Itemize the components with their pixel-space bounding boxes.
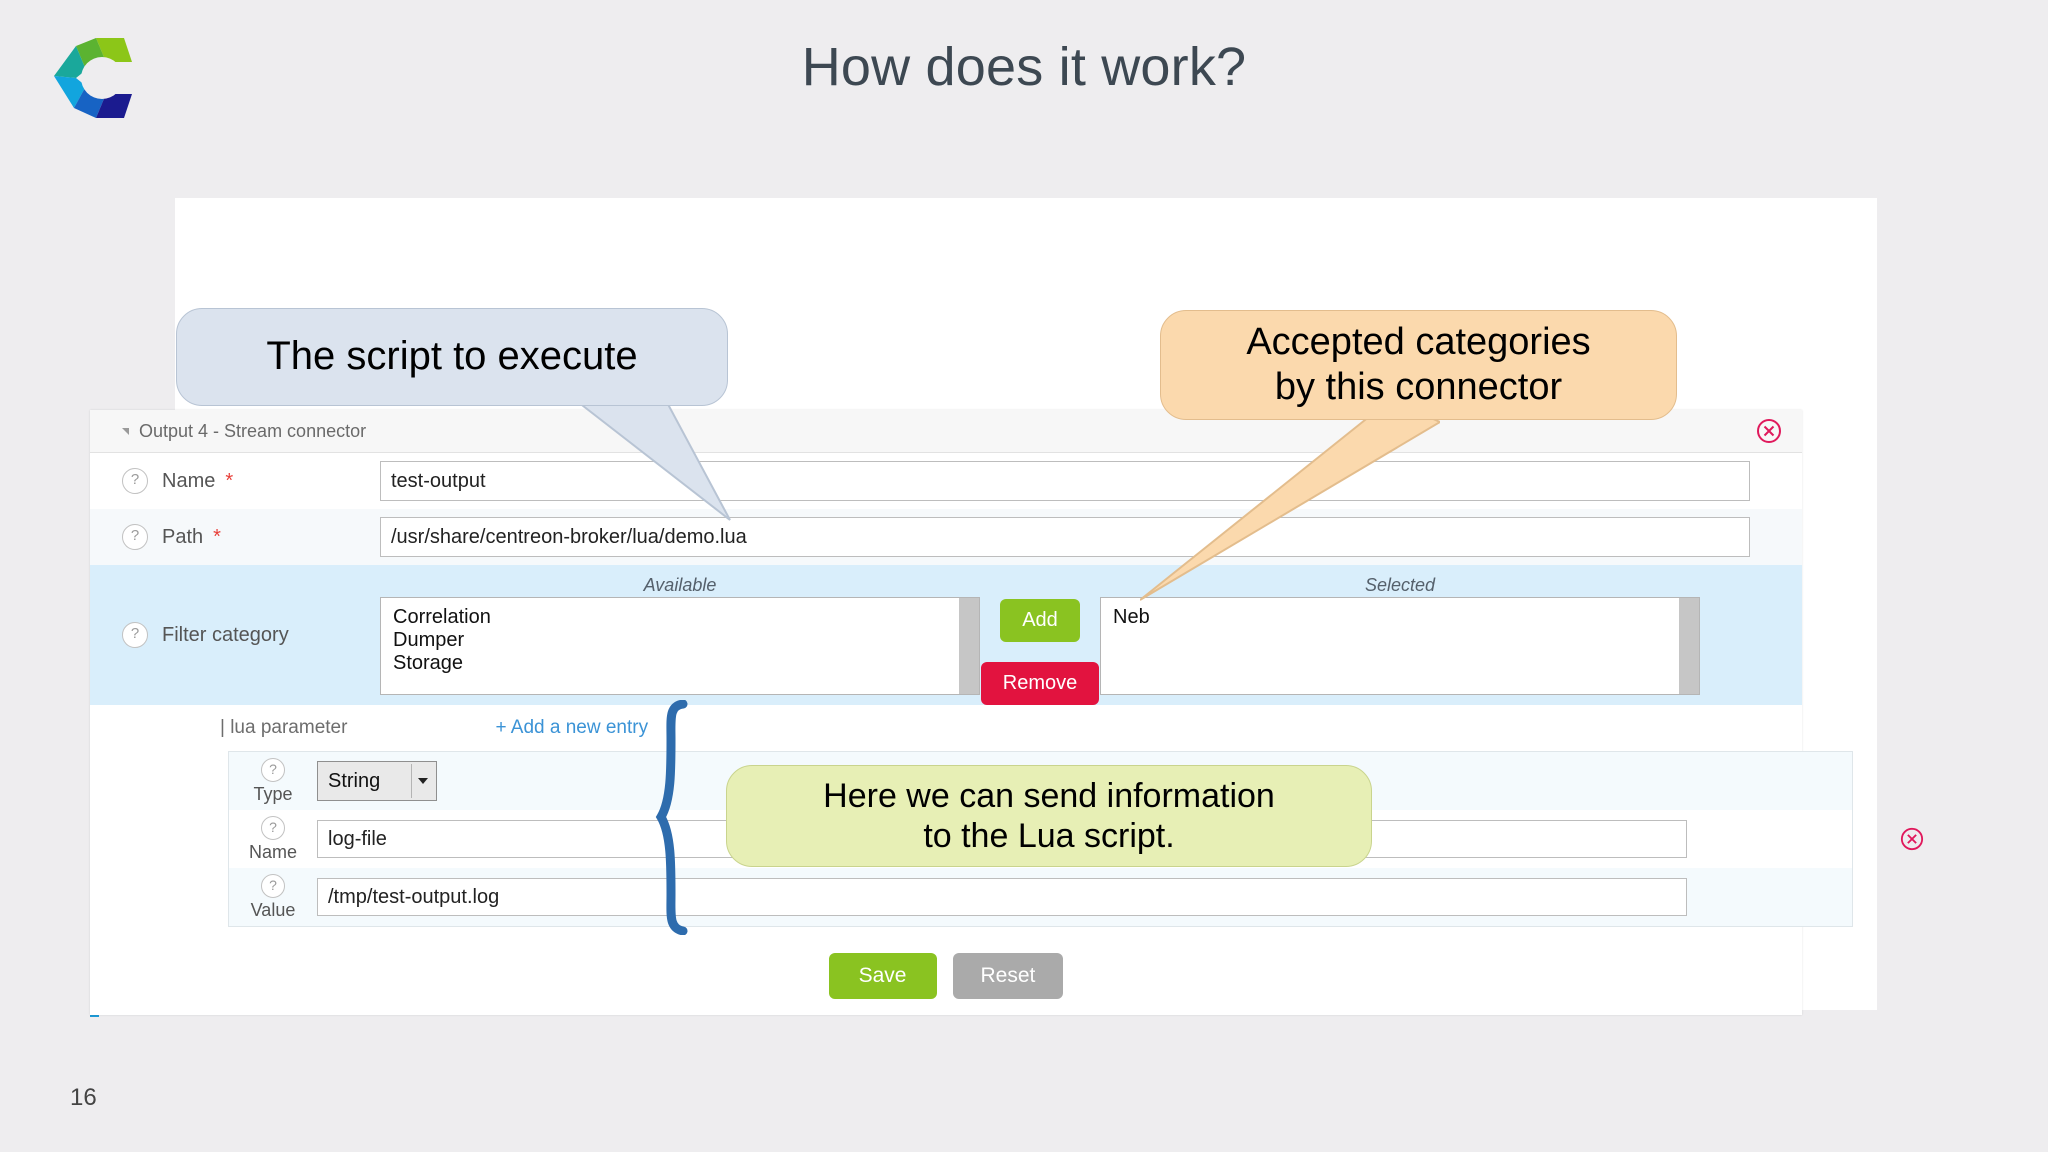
list-item[interactable]: Dumper (393, 629, 465, 651)
available-caption: Available (643, 575, 717, 595)
field-row-name: ? Name * test-output (90, 453, 1802, 509)
label-text: Name (162, 469, 216, 492)
name-input[interactable]: test-output (380, 461, 1750, 501)
close-circle-icon[interactable] (1756, 418, 1782, 444)
list-item[interactable]: Storage (393, 652, 464, 674)
lua-parameter-header: | lua parameter + Add a new entry (90, 705, 1802, 751)
lua-label-value: ? Value (229, 873, 317, 921)
lua-row-value: ? Value /tmp/test-output.log (229, 868, 1852, 926)
filter-category-label: ? Filter category (90, 565, 380, 705)
name-input-value: test-output (391, 469, 486, 492)
field-label-name: ? Name * (90, 468, 380, 494)
available-listbox[interactable]: Correlation Dumper Storage (380, 597, 980, 695)
stream-connector-form: Output 4 - Stream connector ? Name * tes… (90, 410, 1924, 1015)
callout-text-line2: by this connector (1274, 366, 1563, 408)
callout-text-line1: Here we can send information (823, 776, 1275, 815)
question-mark-icon[interactable]: ? (261, 873, 285, 898)
lua-value-input[interactable]: /tmp/test-output.log (317, 878, 1687, 916)
lua-label-type: ? Type (229, 757, 317, 805)
page-title: How does it work? (801, 37, 1247, 97)
add-button[interactable]: Add (1000, 599, 1080, 642)
callout-text: The script to execute (266, 334, 638, 379)
remove-entry-icon[interactable] (1900, 827, 1924, 851)
path-input[interactable]: /usr/share/centreon-broker/lua/demo.lua (380, 517, 1750, 557)
type-select-value: String (328, 769, 381, 792)
transfer-buttons: Add Remove (980, 573, 1100, 705)
required-marker: * (225, 470, 234, 492)
selected-caption: Selected (1364, 575, 1436, 595)
label-text: Value (250, 899, 296, 920)
page-number: 16 (70, 1084, 97, 1111)
selected-scrollbar[interactable] (1679, 598, 1699, 694)
add-new-entry-link[interactable]: + Add a new entry (495, 717, 649, 738)
question-mark-icon[interactable]: ? (122, 622, 148, 648)
chevron-down-icon[interactable] (411, 764, 434, 798)
available-scrollbar[interactable] (959, 598, 979, 694)
form-header-title: Output 4 - Stream connector (139, 420, 367, 441)
field-label-path: ? Path * (90, 524, 380, 550)
required-marker: * (213, 526, 221, 548)
question-mark-icon[interactable]: ? (122, 468, 148, 494)
label-text: Type (253, 783, 293, 804)
callout-accepted-categories: Accepted categories by this connector (1160, 310, 1677, 420)
list-item[interactable]: Correlation (393, 606, 491, 628)
remove-button[interactable]: Remove (980, 662, 1100, 705)
callout-text-line1: Accepted categories (1246, 321, 1591, 364)
lua-parameter-title: | lua parameter (220, 717, 348, 738)
list-item[interactable]: Neb (1113, 606, 1150, 628)
question-mark-icon[interactable]: ? (261, 815, 285, 840)
centreon-logo (46, 32, 146, 124)
path-input-value: /usr/share/centreon-broker/lua/demo.lua (391, 525, 747, 548)
label-text: Filter category (162, 623, 289, 646)
dual-list: Available Correlation Dumper Storage Add… (380, 565, 1802, 705)
callout-text-line2: to the Lua script. (923, 817, 1175, 855)
selected-listbox[interactable]: Neb (1100, 597, 1700, 695)
callout-script-to-execute: The script to execute (176, 308, 728, 406)
collapse-triangle-icon[interactable] (122, 427, 129, 435)
curly-brace-decoration (655, 699, 705, 940)
type-select[interactable]: String (317, 761, 437, 801)
label-text: Path (162, 525, 204, 548)
lua-label-name: ? Name (229, 815, 317, 863)
lua-value-value: /tmp/test-output.log (328, 885, 500, 908)
selected-list-wrap: Selected Neb (1100, 573, 1700, 695)
lua-name-value: log-file (328, 827, 387, 850)
form-actions: Save Reset (90, 927, 1802, 999)
callout-lua-info: Here we can send information to the Lua … (726, 765, 1372, 867)
question-mark-icon[interactable]: ? (261, 757, 285, 782)
available-list-wrap: Available Correlation Dumper Storage (380, 573, 980, 695)
label-text: Name (248, 841, 297, 862)
reset-button[interactable]: Reset (952, 953, 1064, 999)
question-mark-icon[interactable]: ? (122, 524, 148, 550)
save-button[interactable]: Save (828, 953, 937, 999)
field-row-path: ? Path * /usr/share/centreon-broker/lua/… (90, 509, 1802, 565)
filter-category-row: ? Filter category Available Correlation … (90, 565, 1802, 705)
